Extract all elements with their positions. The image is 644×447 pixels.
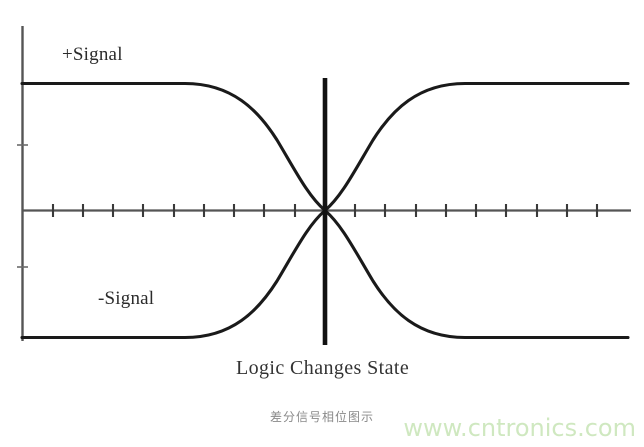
- x-axis-ticks: [51, 204, 599, 217]
- site-watermark: www.cntronics.com: [403, 414, 636, 442]
- logic-changes-state-label: Logic Changes State: [236, 357, 410, 379]
- minus-signal-label: -Signal: [98, 288, 155, 309]
- plus-signal-label: +Signal: [62, 44, 123, 65]
- figure-caption: 差分信号相位图示: [269, 410, 374, 424]
- y-axis-ticks: [17, 144, 28, 268]
